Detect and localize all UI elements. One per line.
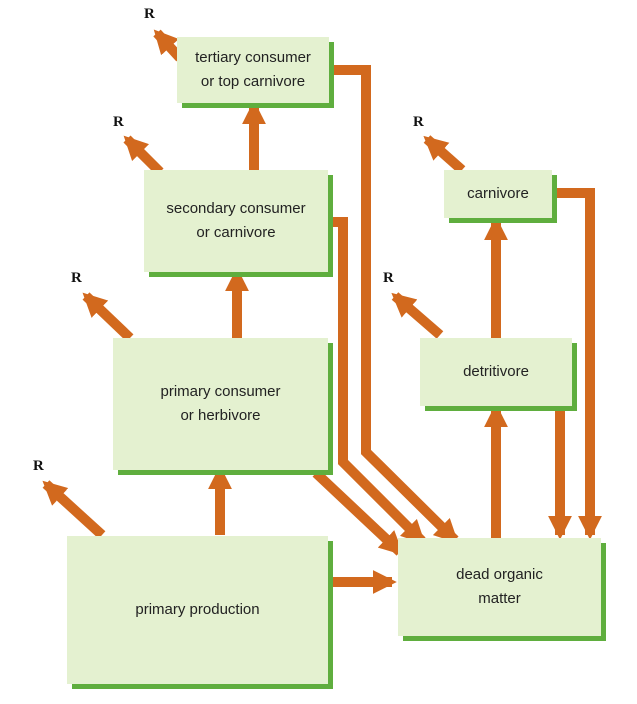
- node-secondary-consumer: secondary consumer or carnivore: [144, 170, 328, 272]
- arrow-carnivore-to-dead-organic: [556, 188, 603, 540]
- node-label-line2: or herbivore: [180, 407, 261, 424]
- respiration-label-detritivore: R: [383, 270, 394, 286]
- node-label-line1: primary production: [135, 601, 260, 618]
- arrow-herbivore-to-dead-organic: [312, 469, 404, 556]
- node-carnivore: carnivore: [444, 170, 552, 218]
- respiration-label-primary-consumer: R: [71, 270, 82, 286]
- node-primary-consumer: primary consumer or herbivore: [113, 338, 328, 470]
- arrow-tertiary-to-dead-organic: [334, 65, 459, 544]
- node-label-line1: secondary consumer: [166, 200, 306, 217]
- respiration-label-carnivore: R: [413, 114, 424, 130]
- arrow-secondary-respiration: [123, 135, 164, 176]
- respiration-label-tertiary: R: [144, 6, 155, 22]
- arrow-tertiary-respiration: [153, 29, 184, 62]
- respiration-label-secondary: R: [113, 114, 124, 130]
- arrow-secondary-to-dead-organic: [332, 217, 426, 545]
- node-label-line2: or top carnivore: [200, 73, 306, 90]
- node-label-line1: tertiary consumer: [195, 49, 311, 66]
- node-detritivore: detritivore: [420, 338, 572, 406]
- node-dead-organic-matter: dead organic matter: [398, 538, 601, 636]
- node-label-line1: dead organic: [456, 566, 543, 583]
- arrow-primary-production-respiration: [42, 480, 106, 539]
- arrow-detritivore-respiration: [391, 292, 444, 339]
- respiration-label-primary-production: R: [33, 458, 44, 474]
- node-label-line2: matter: [478, 590, 521, 607]
- node-label-line2: or carnivore: [196, 224, 276, 241]
- node-tertiary-consumer: tertiary consumer or top carnivore: [177, 37, 329, 103]
- node-label-line1: primary consumer: [160, 383, 281, 400]
- arrow-carnivore-respiration: [423, 135, 466, 174]
- arrow-primary-consumer-respiration: [82, 292, 134, 342]
- node-primary-production: primary production: [67, 536, 328, 684]
- node-label-line1: detritivore: [463, 363, 529, 380]
- node-label-line1: carnivore: [467, 185, 529, 202]
